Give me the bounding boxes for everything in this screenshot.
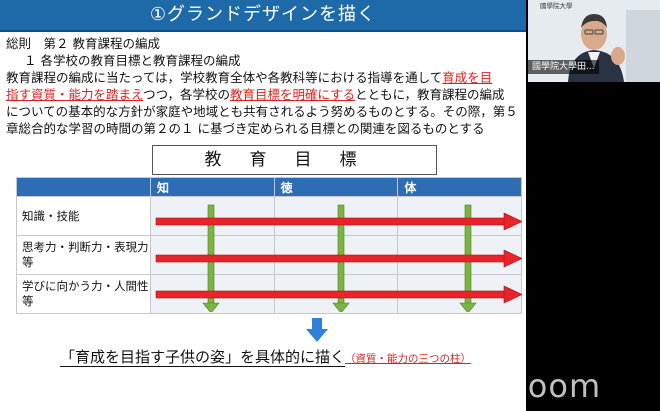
summary-line: 「育成を目指す子供の姿」を具体的に描く（資質・能力の三つの柱） bbox=[60, 346, 526, 368]
grid-header-chi: 知 bbox=[150, 177, 275, 197]
para-line-3: についての基本的な方針が家庭や地域とも共有されるよう努めるものとする。その際，第… bbox=[6, 104, 518, 119]
goal-grid: 知 徳 体 知識・技能 思考力・判断力・表現力等 学びに向かう力・人間性等 bbox=[16, 177, 522, 314]
university-header: 國學院大學 bbox=[540, 2, 573, 10]
grid-header-tai: 体 bbox=[397, 177, 522, 197]
participant-name-label: 國學院大學田... bbox=[528, 60, 599, 74]
para-line-4: 章総合的な学習の時間の第２の１ に基づき定められる目標との関連を図るものとする bbox=[6, 121, 485, 136]
goal-box: 教育目標 bbox=[152, 145, 437, 175]
para-line-1: 教育課程の編成に当たっては，学校教育全体や各教科等における指導を通して育成を目 bbox=[6, 70, 493, 85]
zoom-watermark: zoom bbox=[510, 367, 602, 405]
section-heading: 総則 第２ 教育課程の編成 bbox=[6, 36, 160, 51]
summary-main: 「育成を目指す子供の姿」を具体的に描く bbox=[60, 348, 346, 367]
row-label-thinking: 思考力・判断力・表現力等 bbox=[16, 235, 151, 275]
shared-slide: ①グランドデザインを描く 総則 第２ 教育課程の編成 １ 各学校の教育目標と教育… bbox=[0, 0, 526, 411]
slide-title: ①グランドデザインを描く bbox=[0, 0, 526, 32]
down-arrow-icon bbox=[306, 318, 328, 342]
summary-sub: （資質・能力の三つの柱） bbox=[345, 353, 472, 365]
grid-header-blank bbox=[16, 177, 151, 197]
subsection-heading: １ 各学校の教育目標と教育課程の編成 bbox=[24, 53, 241, 68]
row-label-knowledge: 知識・技能 bbox=[16, 196, 151, 236]
row-label-humanity: 学びに向かう力・人間性等 bbox=[16, 274, 151, 314]
grid-header-toku: 徳 bbox=[273, 177, 399, 197]
para-line-2: 指す資質・能力を踏まえつつ，各学校の教育目標を明確にするとともに，教育課程の編成 bbox=[6, 87, 505, 102]
